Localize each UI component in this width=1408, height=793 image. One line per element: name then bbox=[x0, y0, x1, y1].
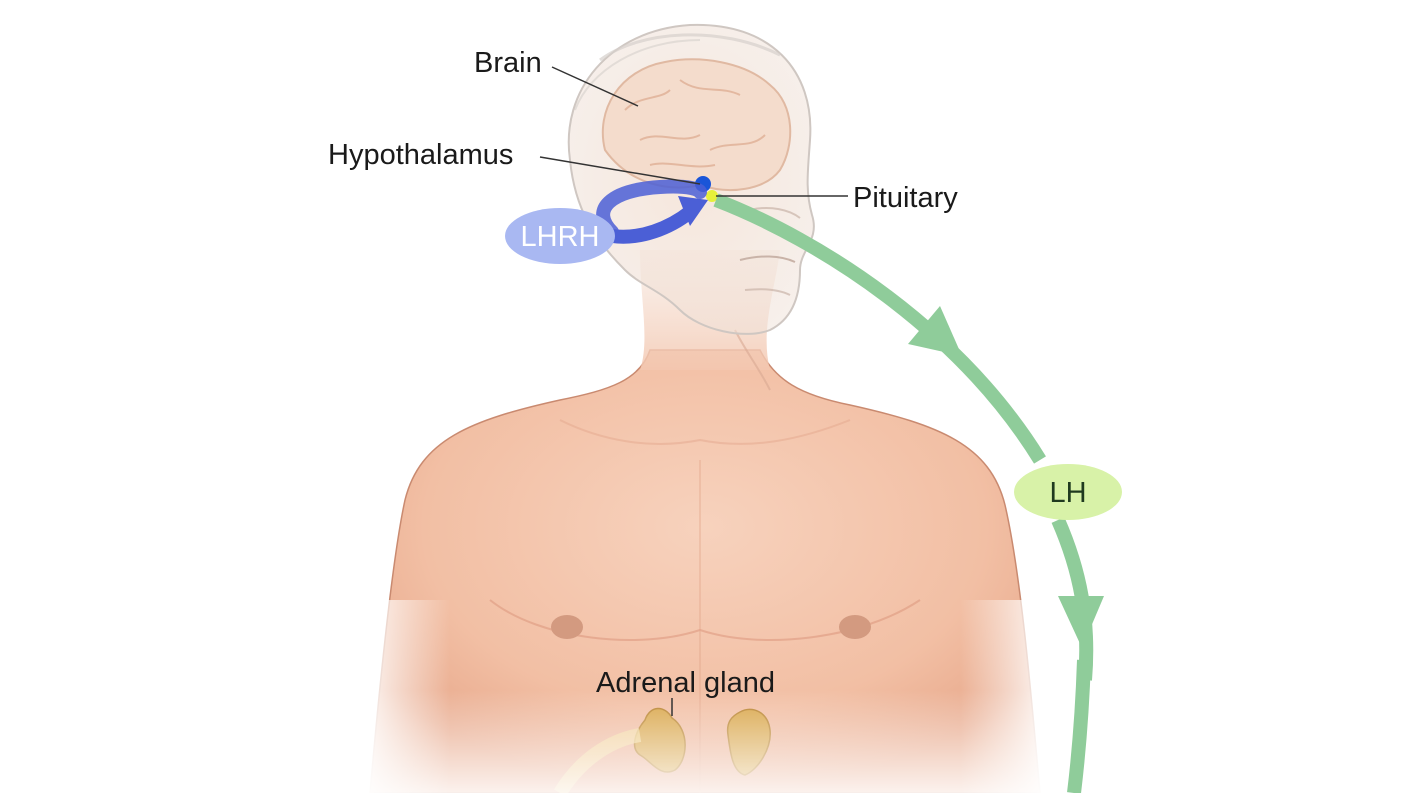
lh-label: LH bbox=[1049, 477, 1086, 509]
adrenal-gland-label: Adrenal gland bbox=[596, 667, 775, 699]
brain-label: Brain bbox=[474, 47, 542, 79]
pituitary-label: Pituitary bbox=[853, 182, 958, 214]
hypothalamus-label: Hypothalamus bbox=[328, 139, 513, 171]
brain-organ bbox=[601, 58, 792, 191]
lh-arrow bbox=[713, 193, 1104, 793]
lh-bubble: LH bbox=[1014, 464, 1122, 520]
lhrh-bubble: LHRH bbox=[505, 208, 615, 264]
pituitary-dot bbox=[706, 190, 718, 202]
leader-lines bbox=[539, 66, 848, 716]
lhrh-label: LHRH bbox=[521, 221, 600, 253]
left-nipple bbox=[551, 615, 583, 639]
lhrh-arrow bbox=[596, 179, 708, 244]
right-nipple bbox=[839, 615, 871, 639]
